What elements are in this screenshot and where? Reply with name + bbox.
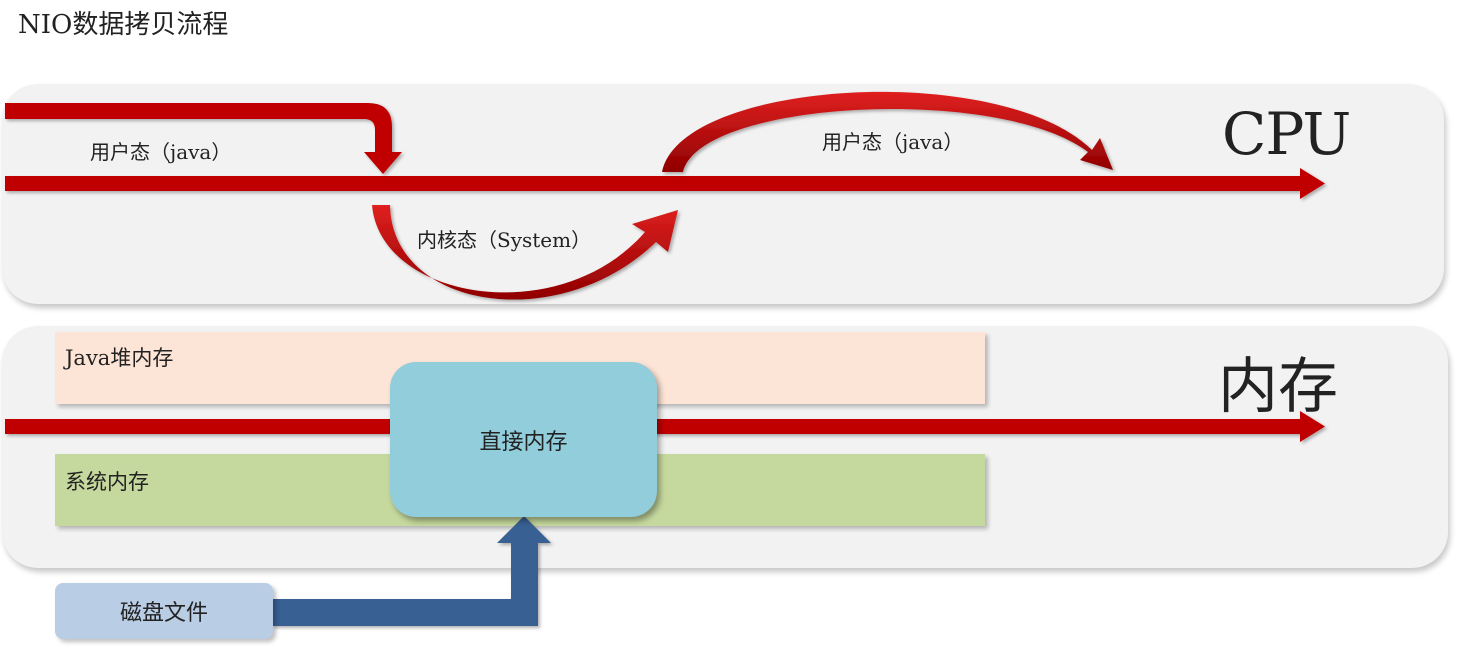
cpu-label: CPU (1222, 100, 1351, 168)
direct-memory-label: 直接内存 (479, 429, 568, 455)
user-mode-label-right: 用户态（java） (822, 130, 964, 154)
kernel-mode-label: 内核态（System） (417, 228, 592, 252)
disk-file-label: 磁盘文件 (119, 601, 208, 626)
memory-label: 内存 (1218, 352, 1338, 422)
java-heap-label: Java堆内存 (65, 346, 174, 370)
disk-file-box: 磁盘文件 (55, 583, 273, 639)
user-mode-label-left: 用户态（java） (90, 140, 232, 164)
direct-memory-box: 直接内存 (390, 362, 657, 517)
diagram-title: NIO数据拷贝流程 (18, 10, 229, 40)
system-memory-label: 系统内存 (65, 470, 149, 494)
